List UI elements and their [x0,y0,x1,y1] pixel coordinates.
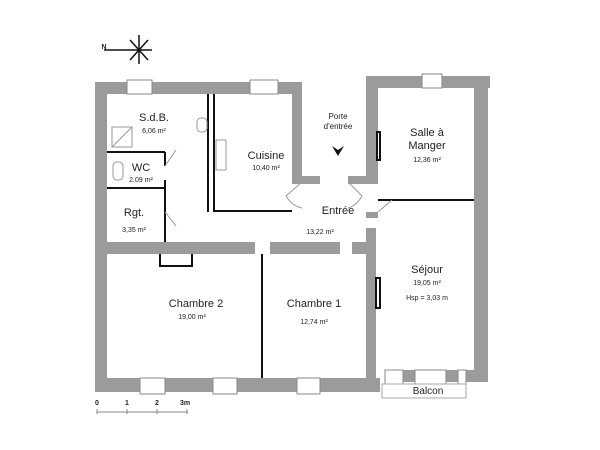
room-area-sdb: 6,06 m² [142,128,166,135]
scale-tick-0: 0 [95,400,99,407]
room-name-salle-line2: Manger [408,140,446,152]
entrance-arrow-icon [332,146,344,156]
room-name-wc: WC [131,162,151,174]
entrance-label-line1: Porte [328,112,348,121]
partition-walls [107,94,474,378]
scale-tick-2: 2 [155,400,159,407]
room-name-cuisine: Cuisine [247,150,285,162]
room-area-chambre2: 19,00 m² [178,314,206,321]
compass-rose-icon [104,35,152,64]
room-name-rgt: Rgt. [123,207,145,219]
scale-bar [96,409,188,414]
room-name-entree: Entrée [321,205,355,217]
balcony-label: Balcon [412,386,444,397]
fixtures [111,117,227,181]
entrance-label-line2: d'entrée [323,122,353,131]
room-area-rgt: 3,35 m² [122,227,146,234]
scale-tick-1: 1 [125,400,129,407]
balcony-outline [381,383,467,399]
compass-north-label: N [101,44,107,51]
room-area-entree: 13,22 m² [306,229,334,236]
door-swings [164,149,393,227]
scale-tick-3: 3m [180,400,191,407]
room-area-salle: 12,36 m² [413,157,441,164]
room-name-sdb: S.d.B. [139,112,169,124]
exterior-walls [95,76,490,392]
room-name-sejour: Séjour [411,264,443,276]
room-height-note: Hsp = 3,03 m [406,295,448,302]
room-area-cuisine: 10,40 m² [252,165,280,172]
room-area-sejour: 19,05 m² [413,280,441,287]
room-name-chambre1: Chambre 1 [286,298,342,310]
room-area-chambre1: 12,74 m² [300,319,328,326]
room-area-wc: 2,09 m² [129,177,153,184]
room-name-chambre2: Chambre 2 [168,298,224,310]
room-name-salle-line1: Salle à [410,127,444,139]
windows [126,73,467,395]
